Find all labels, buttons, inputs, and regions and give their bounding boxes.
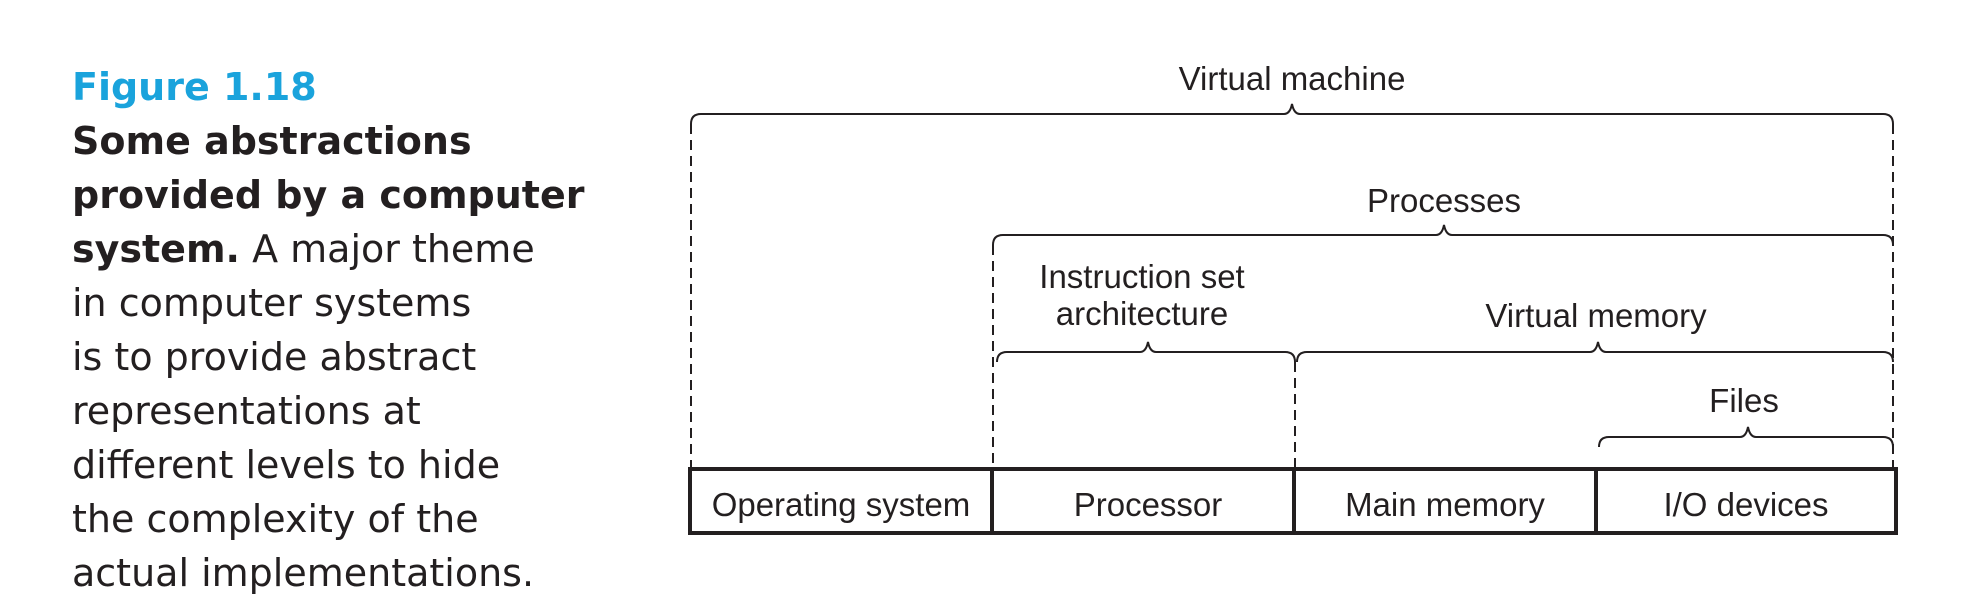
component-label-io-devices: I/O devices	[1663, 486, 1828, 523]
isa-brace	[996, 341, 1296, 363]
files-label: Files	[1709, 382, 1779, 419]
caption-text: different levels to hide	[72, 443, 501, 487]
caption-bold: provided by a computer	[72, 173, 585, 217]
caption-bold: Some abstractions	[72, 119, 472, 163]
component-box-io-devices	[1594, 467, 1898, 535]
virtual-memory-brace	[1296, 341, 1894, 363]
caption-line: representations at	[72, 384, 592, 438]
virtual-machine-label: Virtual machine	[1179, 60, 1406, 97]
caption-line: provided by a computer	[72, 168, 592, 222]
caption-text: is to provide abstract	[72, 335, 477, 379]
figure-label: Figure 1.18	[72, 65, 317, 109]
component-label-processor: Processor	[1074, 486, 1223, 523]
component-label-operating-system: Operating system	[712, 486, 971, 523]
caption-text: in computer systems	[72, 281, 472, 325]
caption-line: actual implementations.	[72, 546, 592, 600]
caption-text: the complexity of the	[72, 497, 479, 541]
caption-line: different levels to hide	[72, 438, 592, 492]
component-label-main-memory: Main memory	[1345, 486, 1545, 523]
processes-brace	[992, 224, 1894, 246]
processes-label: Processes	[1367, 182, 1521, 219]
isa-label-line1: Instruction set	[1039, 258, 1244, 295]
virtual-memory-label: Virtual memory	[1485, 297, 1707, 334]
caption-text: A major theme	[239, 227, 535, 271]
caption-text: actual implementations.	[72, 551, 535, 595]
caption-bold: system.	[72, 227, 240, 271]
caption-text: representations at	[72, 389, 421, 433]
caption-line: Some abstractions	[72, 114, 592, 168]
files-brace	[1598, 426, 1894, 448]
caption-line: is to provide abstract	[72, 330, 592, 384]
virtual-machine-brace	[690, 103, 1894, 125]
caption-line: the complexity of the	[72, 492, 592, 546]
caption-line: system. A major theme	[72, 222, 592, 276]
figure-caption: Figure 1.18 Some abstractions provided b…	[72, 60, 592, 600]
isa-label-line2: architecture	[1056, 295, 1228, 332]
caption-line: in computer systems	[72, 276, 592, 330]
